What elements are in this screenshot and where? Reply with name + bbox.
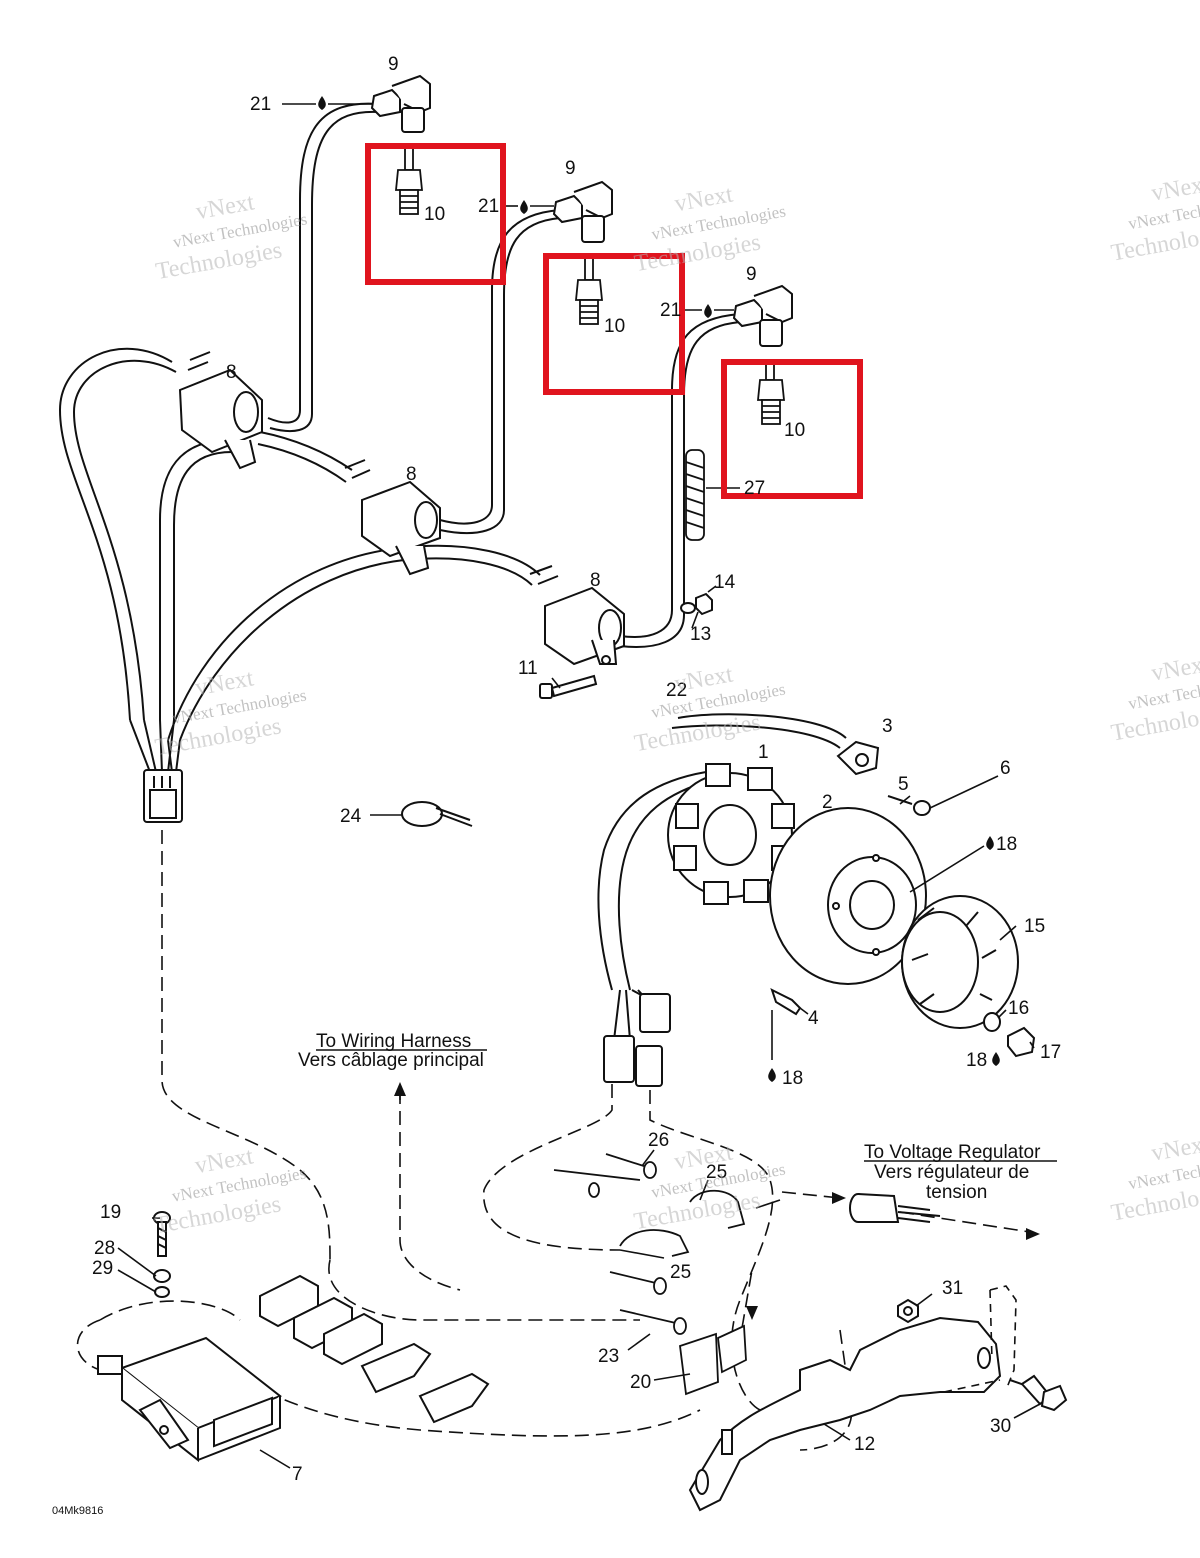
spark-plug-lower	[757, 359, 785, 425]
callout-8: 8	[590, 570, 601, 591]
callout-13: 13	[690, 624, 711, 645]
trigger-coil	[836, 740, 880, 776]
callout-25: 25	[670, 1262, 691, 1283]
ignition-coil-3	[529, 565, 625, 666]
callout-14: 14	[714, 572, 736, 593]
highlight-boxes	[365, 143, 863, 499]
callout-7: 7	[292, 1464, 303, 1485]
callout-12: 12	[854, 1434, 875, 1455]
callout-10: 10	[604, 316, 625, 337]
note-wiring-harness-fr: Vers câblage principal	[298, 1050, 484, 1071]
callout-8: 8	[406, 464, 417, 485]
coil-screw	[539, 674, 598, 699]
ignition-module	[97, 1336, 282, 1463]
callout-21: 21	[660, 300, 681, 321]
protective-sleeve	[685, 449, 705, 541]
ignition-coil-1	[178, 351, 263, 470]
part-callouts: 9 21 10 9 21 10 9 21 10 27 8 8 8 14 13 1…	[92, 54, 1061, 1485]
callout-18: 18	[782, 1068, 803, 1089]
callout-27: 27	[744, 478, 765, 499]
callout-26: 26	[648, 1130, 669, 1151]
drawing-code: 04Mk9816	[52, 1505, 103, 1517]
callout-18: 18	[966, 1050, 987, 1071]
callout-21: 21	[250, 94, 271, 115]
note-voltage-regulator-en: To Voltage Regulator	[864, 1142, 1041, 1163]
bracket-dashed-frame	[943, 1285, 1017, 1393]
callout-22: 22	[666, 680, 687, 701]
callout-17: 17	[1040, 1042, 1061, 1063]
callout-10: 10	[784, 420, 805, 441]
callout-24: 24	[340, 806, 362, 827]
callout-1: 1	[758, 742, 769, 763]
plug-cap-lower	[732, 284, 793, 347]
note-voltage-regulator-fr-1: Vers régulateur de	[874, 1162, 1029, 1183]
plug-cap-middle	[552, 180, 613, 243]
callout-29: 29	[92, 1258, 113, 1279]
callout-4: 4	[808, 1008, 819, 1029]
note-voltage-regulator-fr-2: tension	[926, 1182, 987, 1203]
arrow-heads	[394, 1082, 1040, 1320]
terminals-clips	[553, 1153, 747, 1396]
watermarks: vNext Technologies Technologies vNext vN…	[153, 171, 1200, 1239]
bracket-nut	[897, 1298, 919, 1324]
routing-notes: To Wiring Harness Vers câblage principal…	[52, 1031, 1057, 1517]
ignition-coil-2	[344, 459, 441, 576]
callout-15: 15	[1024, 916, 1045, 937]
callout-6: 6	[1000, 758, 1011, 779]
callout-21: 21	[478, 196, 499, 217]
spark-plug-top	[395, 147, 423, 215]
starting-pulley	[901, 895, 1019, 1029]
spark-plug-middle	[575, 257, 603, 325]
callout-9: 9	[388, 54, 399, 75]
stator-wiring	[597, 713, 847, 1041]
svg-text:vNext: vNext	[1149, 1131, 1200, 1167]
stator	[667, 763, 795, 905]
callout-2: 2	[822, 792, 833, 813]
washer-nut-set	[680, 592, 713, 616]
callout-9: 9	[565, 158, 576, 179]
note-wiring-harness-en: To Wiring Harness	[316, 1031, 471, 1052]
cable-tie	[401, 801, 473, 827]
mounting-bracket	[688, 1316, 1002, 1512]
callout-5: 5	[898, 774, 909, 795]
callout-8: 8	[226, 362, 237, 383]
callout-19: 19	[100, 1202, 121, 1223]
flywheel-washer-nut	[983, 1012, 1036, 1058]
highlight-box-spark-plug-2	[543, 253, 685, 395]
callout-23: 23	[598, 1346, 619, 1367]
flywheel	[769, 807, 927, 985]
callout-11: 11	[518, 658, 538, 679]
harness-connector	[143, 769, 183, 823]
callout-20: 20	[630, 1372, 651, 1393]
callout-28: 28	[94, 1238, 115, 1259]
callout-31: 31	[942, 1278, 963, 1299]
svg-text:vNext: vNext	[1149, 171, 1200, 207]
svg-text:vNext: vNext	[1149, 651, 1200, 687]
highlight-box-spark-plug-1	[365, 143, 506, 285]
callout-16: 16	[1008, 998, 1029, 1019]
lubricant-drop-icons	[318, 96, 1000, 1082]
plug-cap-top	[370, 74, 431, 133]
highlight-box-spark-plug-3	[721, 359, 863, 499]
callout-25: 25	[706, 1162, 727, 1183]
callout-3: 3	[882, 716, 893, 737]
trigger-screw	[887, 795, 931, 816]
harness-plugs	[259, 1274, 490, 1424]
stator-connectors	[603, 993, 671, 1087]
callout-9: 9	[746, 264, 757, 285]
stator-screw	[770, 988, 802, 1016]
leader-lines	[117, 103, 1041, 1469]
regulator-connector	[849, 1193, 941, 1223]
bracket-screw	[1009, 1374, 1068, 1412]
callout-30: 30	[990, 1416, 1011, 1437]
callout-10: 10	[424, 204, 445, 225]
callout-18: 18	[996, 834, 1017, 855]
